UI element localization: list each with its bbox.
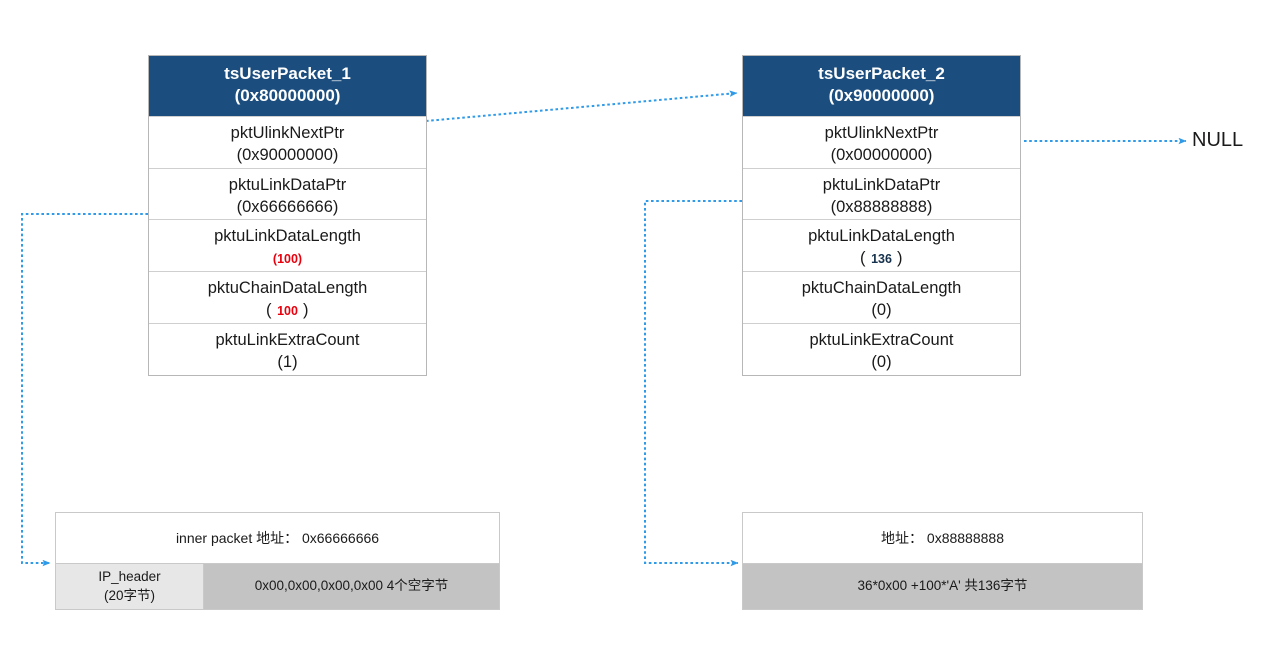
struct-header-name-1: tsUserPacket_1 <box>224 64 351 83</box>
field-name: pktuChainDataLength <box>801 278 962 297</box>
struct-field-row: pktuChainDataLength ( 100 ) <box>149 270 426 323</box>
field-value: (0x00000000) <box>830 146 933 165</box>
field-value: (0) <box>871 353 892 372</box>
connector-data-ptr-2-to-mem2 <box>644 200 742 567</box>
struct-field-row: pktuLinkDataLength (100) <box>149 218 426 271</box>
memory-block-payload: 地址： 0x88888888 36*0x00 +100*'A' 共136字节 <box>742 512 1143 610</box>
struct-header-2: tsUserPacket_2 (0x90000000) <box>743 56 1020 116</box>
memory-block-address-label: 地址： 0x88888888 <box>743 513 1142 563</box>
field-value-open: ( <box>272 252 278 267</box>
field-value-close: ) <box>891 249 904 268</box>
struct-header-address-2: (0x90000000) <box>828 86 935 106</box>
field-value-open: ( <box>265 301 278 320</box>
struct-field-row: pktUlinkNextPtr (0x00000000) <box>743 115 1020 168</box>
struct-header-name-2: tsUserPacket_2 <box>818 64 945 83</box>
field-value-close: ) <box>297 252 303 267</box>
struct-table-tsuserpacket-1: tsUserPacket_1 (0x80000000) pktUlinkNext… <box>148 55 427 376</box>
memory-cell-line1: 36*0x00 +100*'A' 共136字节 <box>857 578 1028 594</box>
memory-cell-padding-bytes: 0x00,0x00,0x00,0x00 4个空字节 <box>204 564 499 609</box>
field-name: pktUlinkNextPtr <box>824 123 939 142</box>
field-value: (0x88888888) <box>830 198 933 217</box>
field-value: 136 <box>871 252 892 267</box>
field-name: pktuLinkExtraCount <box>809 330 954 349</box>
field-name: pktUlinkNextPtr <box>230 123 345 142</box>
struct-field-row: pktuChainDataLength (0) <box>743 270 1020 323</box>
field-value-open: ( <box>859 249 872 268</box>
connector-next-ptr-1-to-2 <box>425 90 738 122</box>
struct-field-row: pktuLinkDataLength ( 136 ) <box>743 218 1020 271</box>
struct-header-1: tsUserPacket_1 (0x80000000) <box>149 56 426 116</box>
struct-field-row: pktuLinkDataPtr (0x88888888) <box>743 167 1020 219</box>
field-name: pktuChainDataLength <box>207 278 368 297</box>
null-label: NULL <box>1192 129 1244 151</box>
field-value: (0x90000000) <box>236 146 339 165</box>
field-name: pktuLinkDataLength <box>214 226 361 245</box>
field-value-group: (100) <box>153 247 422 269</box>
memory-block-address-label: inner packet 地址： 0x66666666 <box>56 513 499 563</box>
memory-cell-line1: IP_header <box>98 569 161 585</box>
field-value: (0x66666666) <box>236 198 339 217</box>
struct-table-tsuserpacket-2: tsUserPacket_2 (0x90000000) pktUlinkNext… <box>742 55 1021 376</box>
memory-block-data-row: IP_header (20字节) 0x00,0x00,0x00,0x00 4个空… <box>56 563 499 609</box>
field-value-group: ( 100 ) <box>153 299 422 321</box>
memory-cell-line2: (20字节) <box>103 587 155 603</box>
memory-block-data-row: 36*0x00 +100*'A' 共136字节 <box>743 563 1142 609</box>
field-name: pktuLinkExtraCount <box>215 330 360 349</box>
field-value: (0) <box>871 301 892 320</box>
field-name: pktuLinkDataPtr <box>822 175 941 194</box>
memory-cell-ip-header: IP_header (20字节) <box>56 564 204 609</box>
memory-cell-line1: 0x00,0x00,0x00,0x00 4个空字节 <box>254 578 449 594</box>
struct-field-row: pktuLinkDataPtr (0x66666666) <box>149 167 426 219</box>
field-value: 100 <box>277 304 298 319</box>
field-value-group: ( 136 ) <box>747 247 1016 269</box>
struct-header-address-1: (0x80000000) <box>234 86 341 106</box>
memory-block-inner-packet: inner packet 地址： 0x66666666 IP_header (2… <box>55 512 500 610</box>
field-value: 100 <box>277 252 298 267</box>
struct-field-row: pktuLinkExtraCount (0) <box>743 322 1020 375</box>
memory-cell-payload-bytes: 36*0x00 +100*'A' 共136字节 <box>743 564 1142 609</box>
connector-data-ptr-1-to-mem1 <box>21 213 148 567</box>
field-name: pktuLinkDataLength <box>808 226 955 245</box>
struct-field-row: pktUlinkNextPtr (0x90000000) <box>149 115 426 168</box>
field-name: pktuLinkDataPtr <box>228 175 347 194</box>
field-value: (1) <box>277 353 298 372</box>
struct-field-row: pktuLinkExtraCount (1) <box>149 322 426 375</box>
field-value-close: ) <box>297 301 310 320</box>
